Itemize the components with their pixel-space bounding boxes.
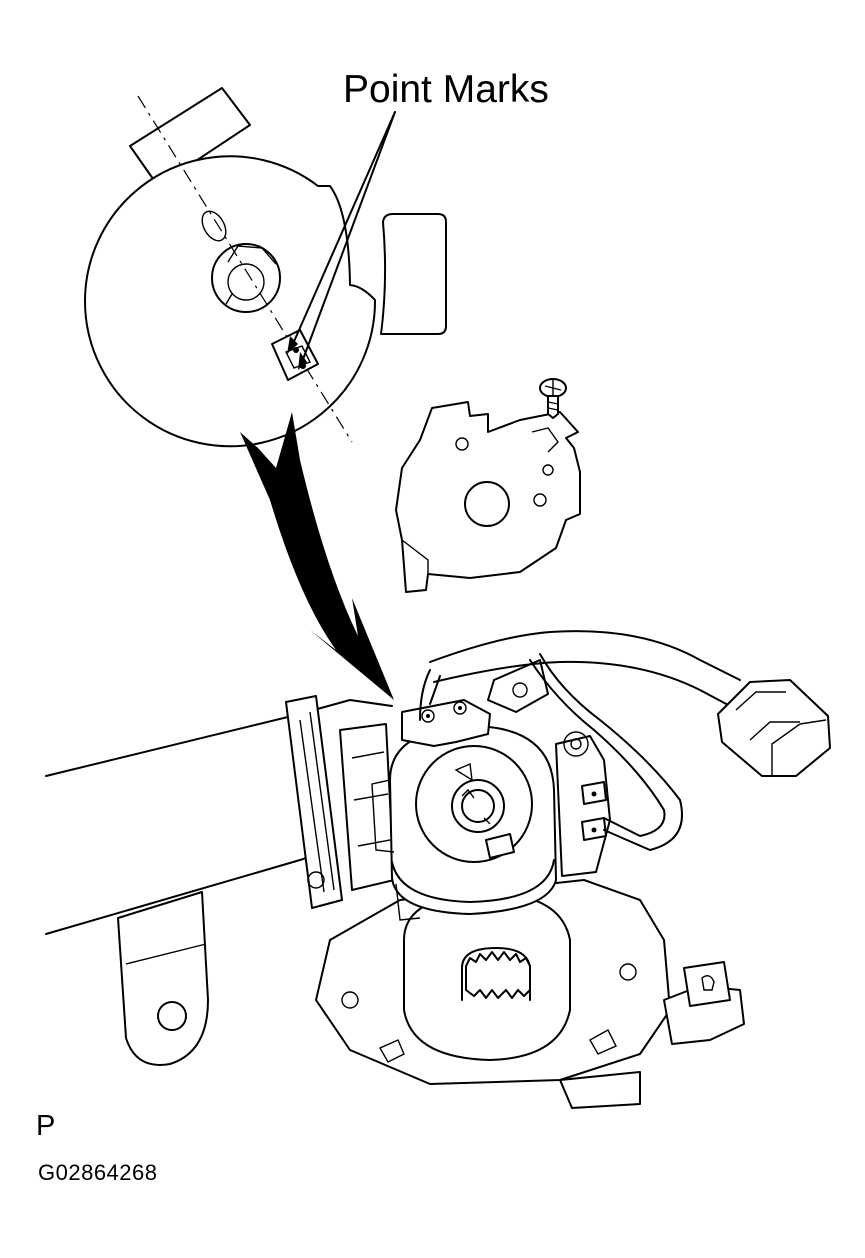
column-clamp: [285, 695, 343, 909]
wire-harness: [419, 630, 831, 851]
column-bracket: [117, 891, 209, 1066]
detail-view: [84, 87, 447, 448]
cover-plate: [395, 401, 581, 593]
sensor-body: [389, 725, 557, 915]
sensor-rotor: [415, 745, 533, 863]
detail-center-hub: [211, 243, 281, 313]
alignment-line: [137, 95, 353, 443]
point-mark-notches: [271, 329, 319, 381]
detail-upper-tab: [129, 87, 251, 187]
detail-side-block: [380, 213, 447, 335]
wire-harness-connector: [717, 679, 831, 777]
sensor-housing: [315, 699, 745, 1109]
spline-teeth: [465, 951, 531, 999]
detail-view-circle: [84, 155, 377, 448]
mounting-screw: [539, 378, 567, 419]
callout-leaders: [287, 111, 396, 370]
point-marks-label: Point Marks: [343, 68, 549, 111]
figure-code-label: G02864268: [38, 1160, 158, 1185]
detail-slot: [201, 210, 227, 242]
steering-column-tube: [45, 695, 395, 1066]
assembly-arrow: [240, 412, 394, 700]
view-letter-label: P: [36, 1110, 56, 1142]
